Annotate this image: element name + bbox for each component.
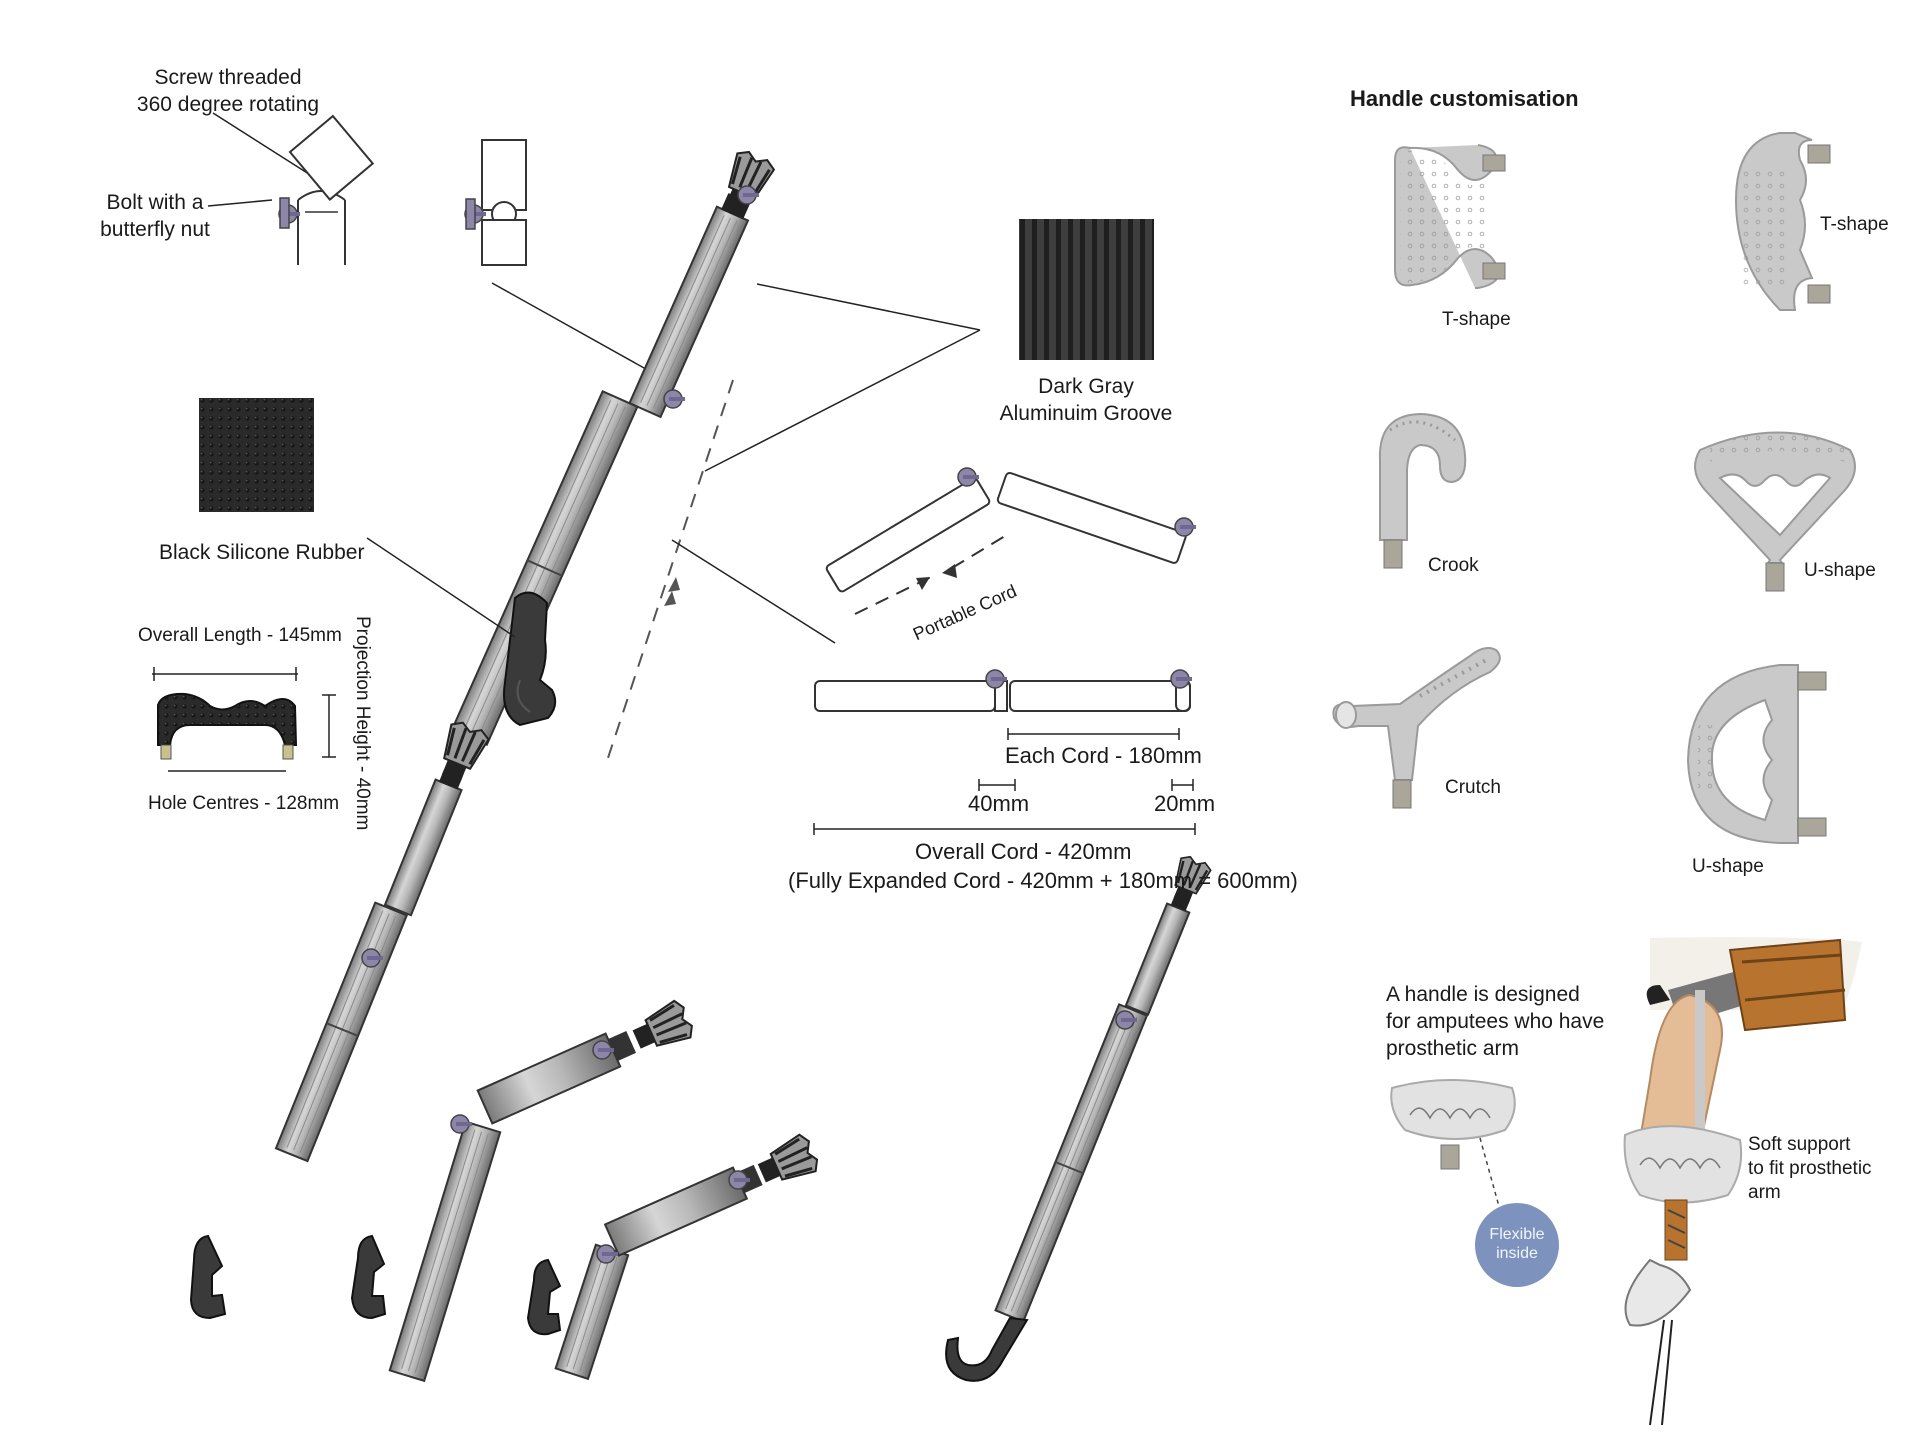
- straight-joint-illustration: [464, 139, 654, 374]
- prosthetic-handle-illustration: [1390, 1079, 1559, 1287]
- aluminium-groove-swatch: [1019, 219, 1154, 360]
- handle-label-u-shape-top: U-shape: [1804, 560, 1876, 581]
- main-reacher-illustration: [366, 146, 981, 768]
- reacher-variant-crook: [945, 852, 1214, 1382]
- handle-label-u-shape-bottom: U-shape: [1692, 856, 1764, 877]
- t-shape-handle-left: [1394, 144, 1506, 289]
- u-shape-handle-bottom: [1686, 664, 1827, 844]
- grip-dimension-drawing: [152, 667, 336, 772]
- joint-rotation-label: Screw threaded 360 degree rotating: [136, 66, 320, 116]
- overall-length-label: Overall Length - 145mm: [138, 625, 342, 646]
- flexible-inside-badge-bg: [1475, 1203, 1559, 1287]
- reacher-variant-straight: [189, 717, 493, 1320]
- flexible-inside-badge: Flexible inside: [1489, 1226, 1545, 1262]
- silicone-rubber-swatch: [199, 398, 314, 512]
- bolt-label: Bolt with a butterfly nut: [100, 191, 210, 241]
- handle-label-t-shape-right: T-shape: [1820, 214, 1889, 235]
- dim-20-label: 20mm: [1154, 791, 1216, 816]
- handle-customisation-title: Handle customisation: [1350, 86, 1579, 111]
- projection-height-label: Projection Height - 40mm: [352, 616, 373, 831]
- u-shape-handle-top: [1694, 431, 1856, 592]
- handle-label-t-shape-left: T-shape: [1442, 309, 1511, 330]
- overall-cord-label: Overall Cord - 420mm: [915, 839, 1132, 864]
- hole-centres-label: Hole Centres - 128mm: [148, 793, 340, 814]
- handle-label-crook: Crook: [1428, 555, 1479, 576]
- soft-support-label: Soft support to fit prosthetic arm: [1748, 1134, 1872, 1203]
- cord-dimension-drawing: [813, 669, 1196, 835]
- rubber-material-label: Black Silicone Rubber: [159, 541, 365, 564]
- prosthetic-arm-photo: [1623, 937, 1862, 1426]
- crutch-handle: [1332, 647, 1501, 809]
- crook-handle: [1378, 412, 1467, 569]
- expanded-cord-label: (Fully Expanded Cord - 420mm + 180mm = 6…: [788, 868, 1298, 893]
- prosthetic-description: A handle is designed for amputees who ha…: [1386, 983, 1605, 1060]
- each-cord-label: Each Cord - 180mm: [1005, 743, 1202, 768]
- dim-40-label: 40mm: [968, 791, 1030, 816]
- groove-material-label: Dark Gray Aluminuim Groove: [999, 375, 1173, 425]
- reacher-variant-short: [526, 1130, 823, 1381]
- t-shape-handle-right: [1734, 132, 1831, 311]
- handle-label-crutch: Crutch: [1445, 777, 1501, 798]
- portable-cord-illustration: [825, 467, 1197, 615]
- reacher-variant-bent: [350, 996, 698, 1383]
- rotating-joint-illustration: [207, 112, 375, 265]
